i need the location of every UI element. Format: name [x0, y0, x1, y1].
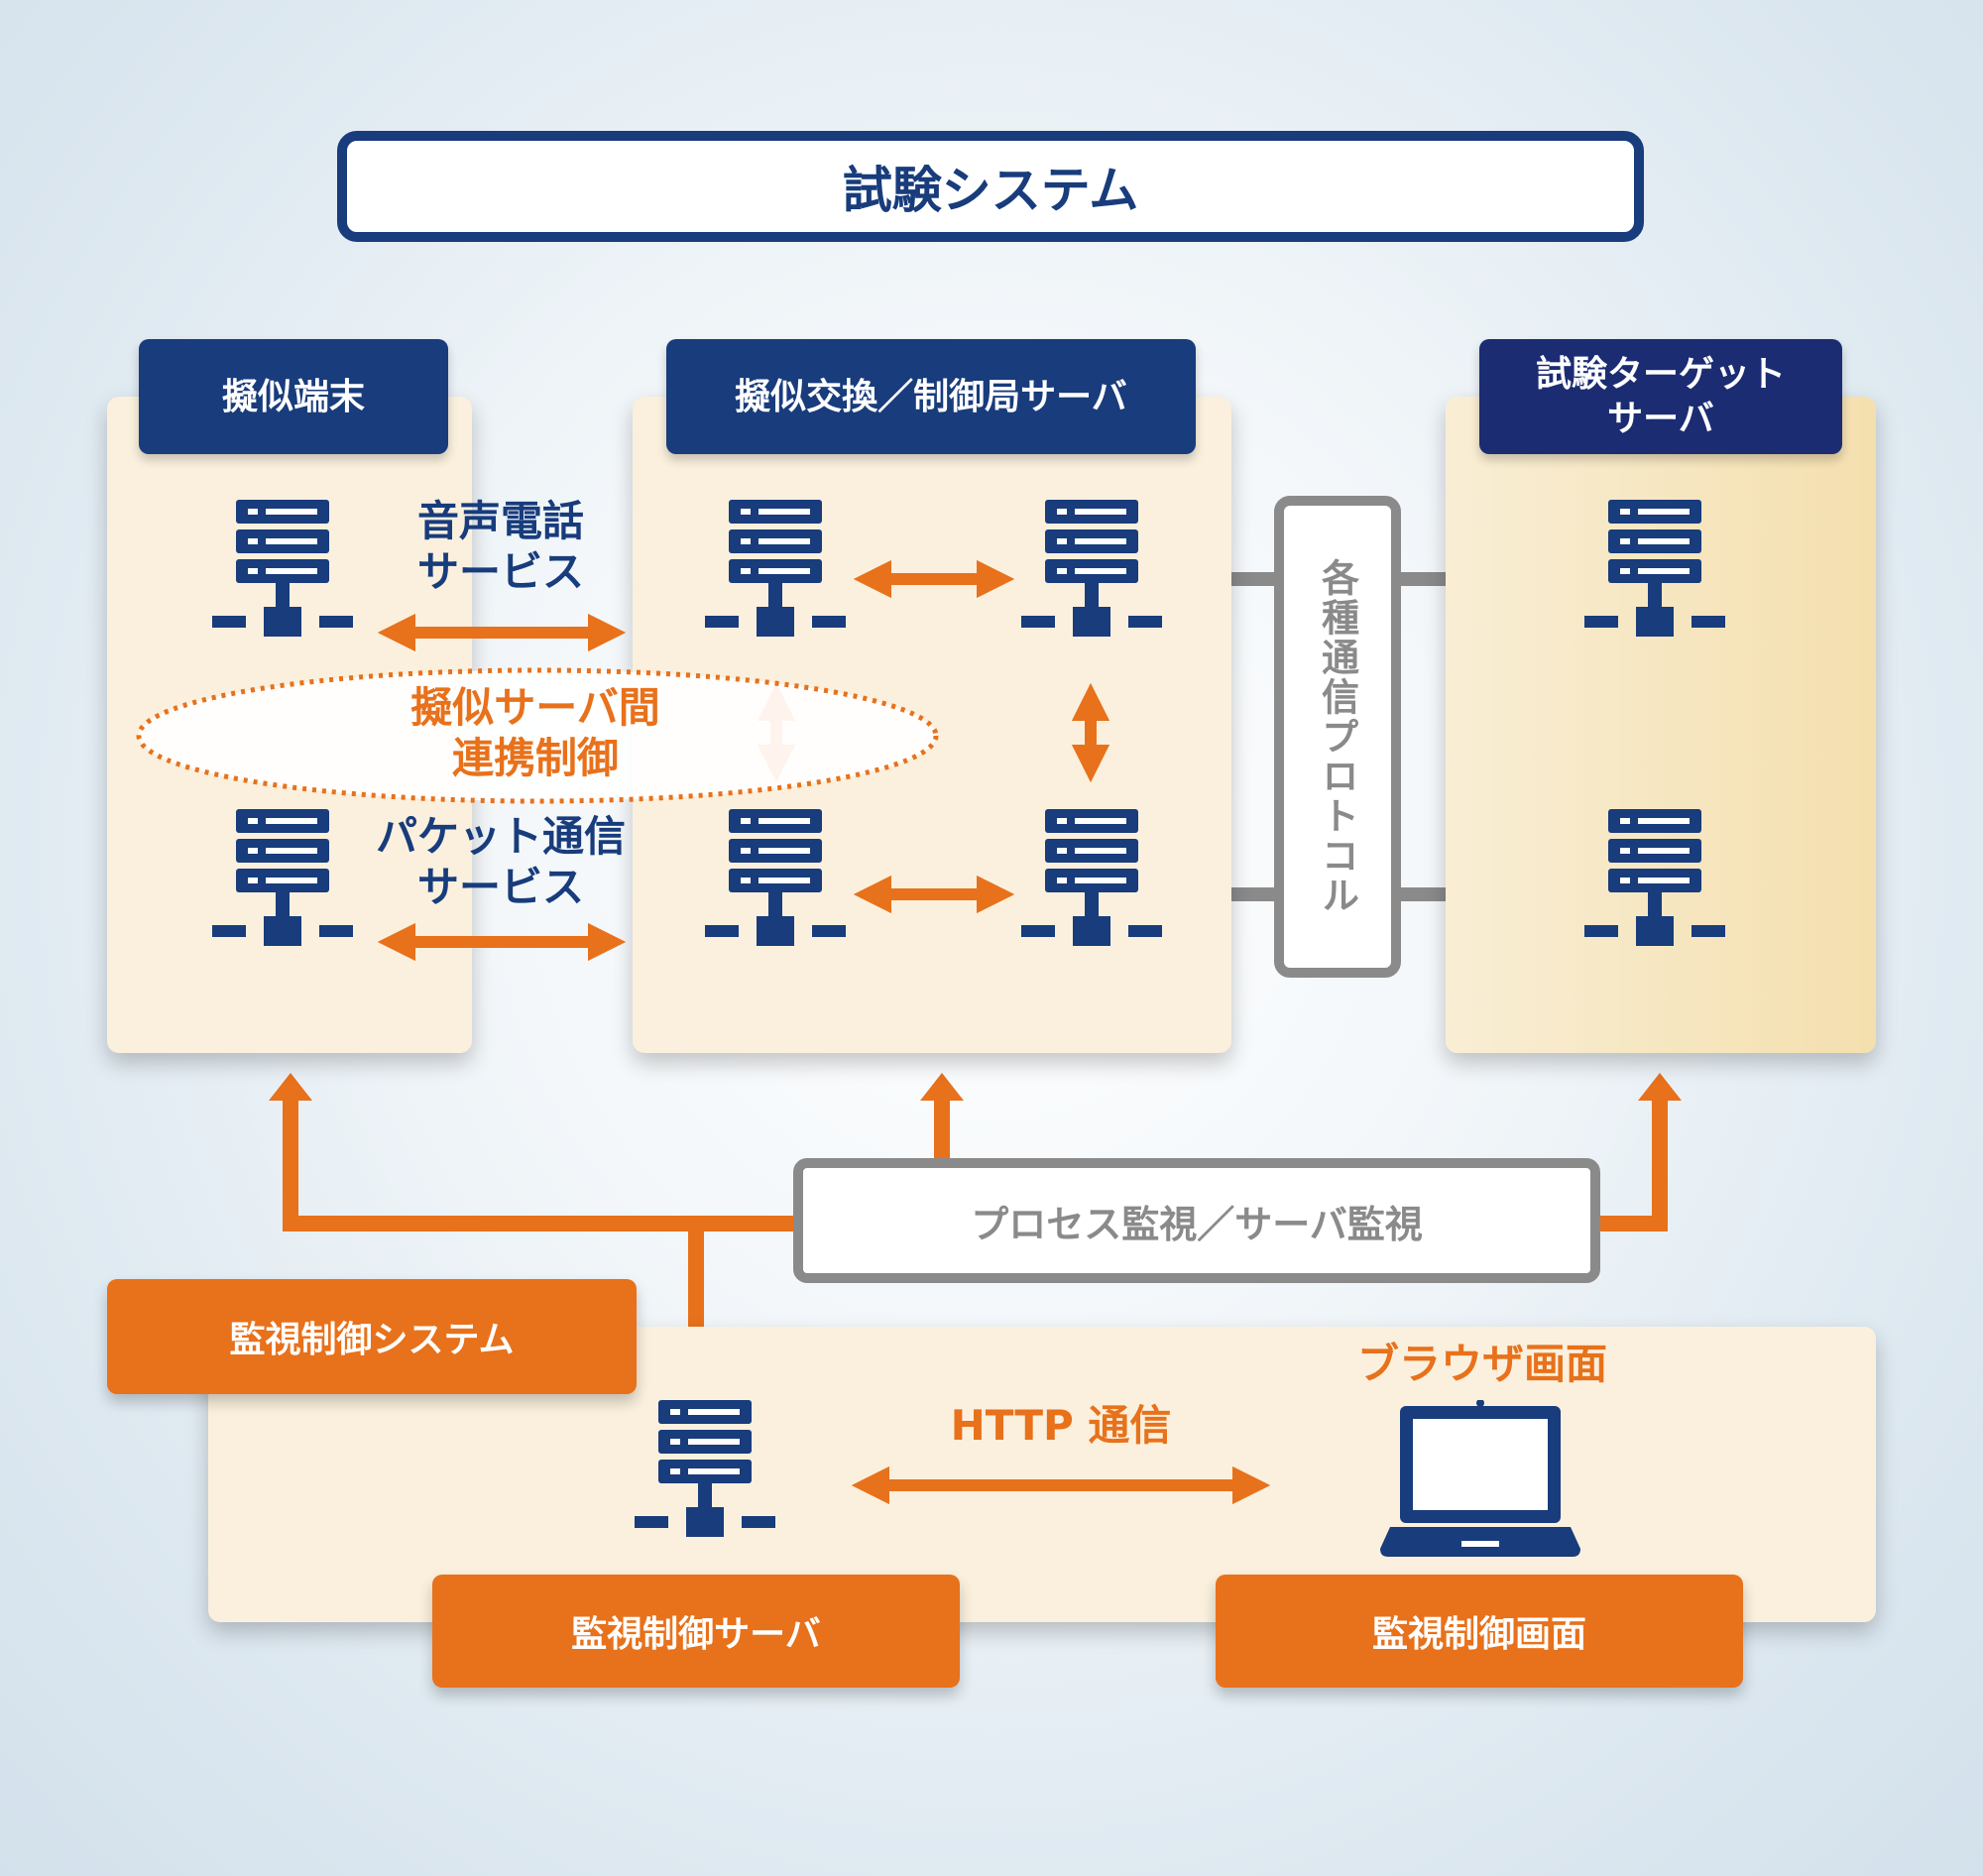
monitor-screen-label: 監視制御画面 [1216, 1575, 1743, 1688]
system-title: 試験システム [337, 131, 1644, 242]
server-icon [635, 1400, 775, 1537]
laptop-icon [1380, 1400, 1580, 1557]
server-icon [1584, 500, 1725, 637]
target-header: 試験ターゲット サーバ [1479, 339, 1842, 454]
protocol-label: 各種通信プロトコル [1315, 558, 1359, 915]
server-icon [705, 500, 846, 637]
server-icon [1021, 809, 1162, 946]
packet-service-label: パケット通信 サービス [375, 812, 626, 912]
process-monitor-box: プロセス監視／サーバ監視 [793, 1158, 1600, 1283]
http-label: HTTP 通信 [950, 1401, 1172, 1450]
monitor-arrowheads [269, 1073, 1682, 1101]
protocol-box: 各種通信プロトコル [1274, 496, 1401, 978]
inter-server-ellipse [136, 667, 939, 804]
server-icon [1584, 809, 1725, 946]
monitor-server-label: 監視制御サーバ [432, 1575, 960, 1688]
monitor-system-header: 監視制御システム [107, 1279, 637, 1394]
browser-label: ブラウザ画面 [1356, 1340, 1607, 1388]
terminal-header: 擬似端末 [139, 339, 448, 454]
server-icon [1021, 500, 1162, 637]
voice-service-label: 音声電話 サービス [416, 497, 584, 597]
exchange-header: 擬似交換／制御局サーバ [666, 339, 1196, 454]
server-icon [212, 809, 353, 946]
server-icon [212, 500, 353, 637]
inter-server-label: 擬似サーバ間 連携制御 [410, 683, 660, 783]
protocol-connectors [1229, 572, 1450, 901]
server-icon [705, 809, 846, 946]
